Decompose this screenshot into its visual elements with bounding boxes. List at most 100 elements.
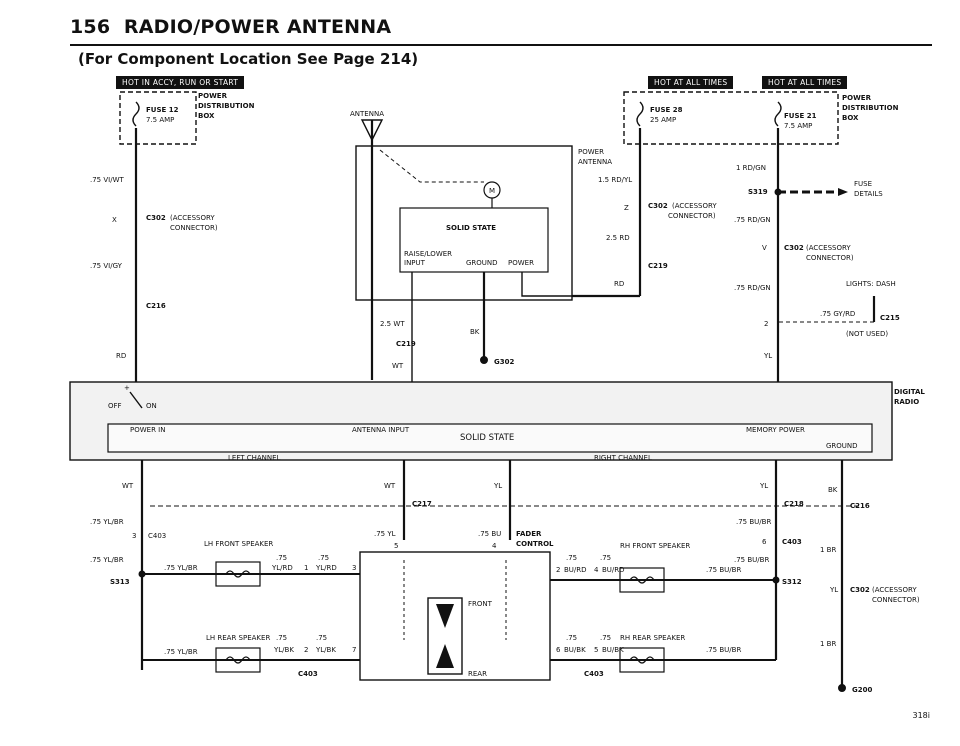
wire-ylbk-lhr: YL/BK [273, 646, 294, 654]
wire-yl-right: YL [763, 352, 772, 360]
lhr-pin-2: 2 [304, 646, 308, 654]
c302-mid-connector: CONNECTOR) [668, 212, 716, 220]
radio-power-in: POWER IN [130, 426, 165, 434]
fader-rear-arrow [436, 644, 454, 668]
wire-1br-2: 1 BR [820, 640, 836, 648]
c215-pin-2: 2 [764, 320, 768, 328]
c302-bottom-label: C302 [850, 586, 870, 594]
fader-label: FADER [516, 530, 542, 538]
not-used-label: (NOT USED) [846, 330, 888, 338]
wire-75rdgn-1: .75 RD/GN [734, 216, 771, 224]
pdb-left-power: POWER [198, 92, 228, 100]
wire-75-lhf-1: .75 [276, 554, 287, 562]
lh-rear-coil [225, 656, 251, 664]
wire-ylrd-lhf-2: YL/RD [315, 564, 337, 572]
wire-75-lhf-2: .75 [318, 554, 329, 562]
switch-on: ON [146, 402, 157, 410]
fader-control-box [359, 551, 551, 681]
motor-label: M [489, 187, 495, 195]
antenna-ground-label: GROUND [466, 259, 498, 267]
wire-75-lhr-2: .75 [316, 634, 327, 642]
s319-splice [774, 188, 782, 196]
radio-solid-state-label: SOLID STATE [460, 433, 514, 443]
wire-75bubr-4: .75 BU/BR [706, 646, 741, 654]
switch-plus: + [124, 384, 130, 392]
rh-front-coil [629, 576, 655, 584]
c219-right-label: C219 [648, 262, 668, 270]
power-antenna-label-2: ANTENNA [578, 158, 612, 166]
s319-arrow-head [838, 188, 848, 196]
fuse-28-label: FUSE 28 [650, 106, 683, 114]
page-subtitle: (For Component Location See Page 214) [78, 50, 419, 68]
rh-rear-speaker-label: RH REAR SPEAKER [620, 634, 685, 642]
fuse-21-amp: 7.5 AMP [784, 122, 812, 130]
lhf-pin-1: 1 [304, 564, 308, 572]
page-title: 156 RADIO/POWER ANTENNA [70, 16, 391, 38]
pdb-right-distribution: DISTRIBUTION [842, 104, 899, 112]
c403-rh-bottom: C403 [584, 670, 604, 678]
page-heading: RADIO/POWER ANTENNA [123, 16, 392, 38]
raise-lower-label-1: RAISE/LOWER [404, 250, 452, 258]
c302-right-connector: CONNECTOR) [806, 254, 854, 262]
wire-75-rhr-2: .75 [600, 634, 611, 642]
fuse-12-label: FUSE 12 [146, 106, 179, 114]
fuse-details-2: DETAILS [854, 190, 883, 198]
g302-label: G302 [494, 358, 514, 366]
page-id: 318i [912, 711, 931, 720]
c302-right-label: C302 [784, 244, 804, 252]
c218-label: C218 [784, 500, 804, 508]
fader-pin-3: 3 [352, 564, 356, 572]
rh-front-speaker [619, 567, 665, 593]
control-label: CONTROL [516, 540, 554, 548]
hot-accy-pill: HOT IN ACCY, RUN OR START [116, 76, 245, 89]
wire-75-rhr-1: .75 [566, 634, 577, 642]
c302-x-pin: X [112, 216, 117, 224]
c403-pin-6: 6 [762, 538, 767, 546]
c302-left-label: C302 [146, 214, 166, 222]
wire-75bubr-2: .75 BU/BR [734, 556, 769, 564]
left-channel-label: LEFT CHANNEL [228, 454, 281, 462]
c403-pin-3: 3 [132, 532, 136, 540]
wire-75bu: .75 BU [478, 530, 501, 538]
pdb-left-distribution: DISTRIBUTION [198, 102, 255, 110]
rh-rear-coil [629, 656, 655, 664]
g200-ground [838, 684, 846, 692]
wire-bk-antenna: BK [470, 328, 480, 336]
rh-rear-speaker [619, 647, 665, 673]
wire-75bubr-3: .75 BU/BR [706, 566, 741, 574]
c217-label: C217 [412, 500, 432, 508]
c302-mid-accessory: (ACCESSORY [672, 202, 717, 210]
fuse-21-symbol [774, 101, 782, 127]
fader-pin-6: 6 [556, 646, 561, 654]
wire-1br-1: 1 BR [820, 546, 836, 554]
antenna-label: ANTENNA [350, 110, 384, 118]
c403-right-label: C403 [782, 538, 802, 546]
antenna-solid-state-box [399, 207, 549, 273]
s319-label: S319 [748, 188, 768, 196]
fader-front-arrow [436, 604, 454, 628]
wire-75rdgn-2: .75 RD/GN [734, 284, 771, 292]
radio-solid-state-box [107, 423, 873, 453]
fuse-28-symbol [636, 101, 644, 127]
fuse-21-label: FUSE 21 [784, 112, 817, 120]
lh-rear-speaker [215, 647, 261, 673]
c302-bottom-accessory: (ACCESSORY [872, 586, 917, 594]
rh-front-speaker-label: RH FRONT SPEAKER [620, 542, 690, 550]
c302-y-pin: YL [829, 586, 838, 594]
fader-pin-2: 2 [556, 566, 560, 574]
radio-ground: GROUND [826, 442, 858, 450]
wire-75-rhf-1: .75 [566, 554, 577, 562]
wire-25rd: 2.5 RD [606, 234, 630, 242]
wire-75ylbr-2: .75 YL/BR [90, 556, 124, 564]
wire-wt-left-channel: WT [384, 482, 396, 490]
wire-rd-left: RD [116, 352, 126, 360]
page-number: 156 [70, 16, 111, 38]
lh-front-coil [225, 570, 251, 578]
wire-bubk-1: BU/BK [564, 646, 586, 654]
wire-yl-right-channel: YL [493, 482, 502, 490]
fuse-box-right [623, 91, 839, 145]
fuse-12-amp: 7.5 AMP [146, 116, 174, 124]
digital-radio-label-1: DIGITAL [894, 388, 925, 396]
wire-burd-2: BU/RD [602, 566, 625, 574]
